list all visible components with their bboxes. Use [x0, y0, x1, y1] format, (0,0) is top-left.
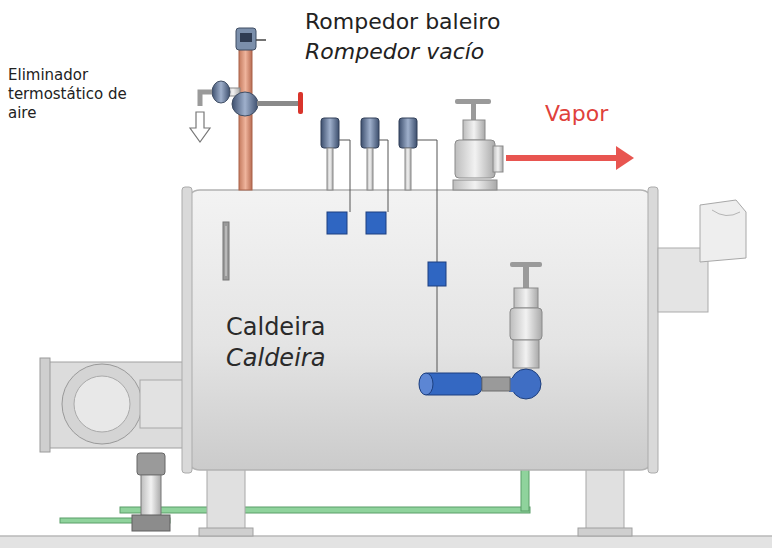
- steam-arrow: [506, 146, 634, 170]
- level-probes: [399, 118, 417, 148]
- flue: [712, 210, 740, 216]
- level-probes: [405, 148, 411, 190]
- ground: [0, 536, 772, 548]
- steam-valve: [455, 99, 491, 104]
- boiler-legs: [578, 528, 632, 536]
- level-probes: [379, 140, 388, 212]
- level-probes: [327, 148, 333, 190]
- node-content: CaldeiraCaldeira: [186, 190, 654, 374]
- boiler-legs: [199, 528, 253, 536]
- boiler-label: Caldeira: [226, 312, 654, 343]
- ground: [0, 536, 772, 548]
- level-probes: [321, 118, 446, 372]
- level-probes: [367, 148, 373, 190]
- steam-valve: [453, 180, 497, 190]
- boiler-body-node: CaldeiraCaldeira: [186, 190, 654, 470]
- boiler-body: [182, 187, 658, 473]
- steam-valve: [493, 146, 503, 172]
- feed-valve: [513, 340, 539, 368]
- level-probes: [437, 286, 438, 372]
- transfer-pump: [141, 475, 161, 517]
- steam-arrow: [616, 146, 634, 170]
- air-eliminator: [212, 81, 230, 103]
- level-probes: [321, 118, 339, 148]
- isolation-valve: [232, 92, 303, 116]
- boiler-body: [186, 190, 654, 470]
- feed-valve: [510, 308, 542, 340]
- burner: [62, 364, 142, 444]
- burner: [140, 380, 186, 428]
- ground: [0, 535, 772, 537]
- feed-pump: [419, 373, 510, 395]
- part-label: Eliminador termostático de aire: [8, 66, 138, 122]
- feed-valve: [514, 288, 538, 308]
- isolation-valve: [298, 92, 303, 114]
- isolation-valve: [232, 92, 258, 116]
- transfer-pump: [137, 453, 165, 475]
- flow-label: Vapor: [545, 100, 665, 128]
- vacuum-breaker-pipe: [240, 33, 252, 42]
- level-probes: [339, 140, 350, 212]
- air-eliminator: [200, 92, 212, 106]
- feed-valve: [511, 369, 541, 399]
- steam-arrow: [506, 155, 618, 161]
- steam-valve: [471, 104, 476, 122]
- transfer-pump: [132, 453, 170, 531]
- vacuum-breaker-pipe: [239, 48, 252, 190]
- level-probes: [366, 212, 386, 234]
- air-eliminator: [190, 81, 240, 142]
- level-probes: [428, 262, 446, 286]
- sight-glass: [223, 222, 229, 280]
- steam-valve: [463, 120, 485, 140]
- air-eliminator: [190, 112, 210, 142]
- boiler-label: Caldeira: [226, 343, 654, 374]
- burner: [45, 362, 186, 448]
- flue: [658, 200, 746, 312]
- steam-valve: [453, 99, 503, 190]
- feed-valve: [509, 262, 542, 399]
- boiler-body: [182, 187, 192, 473]
- steam-valve: [455, 140, 495, 178]
- part-label: Rompedor baleiro: [305, 8, 605, 36]
- feed-valve: [523, 267, 529, 289]
- feed-pump: [419, 373, 433, 395]
- burner: [74, 376, 130, 432]
- feed-pump: [420, 373, 482, 395]
- transfer-pump: [132, 515, 170, 531]
- sight-glass: [223, 222, 229, 280]
- level-probes: [327, 212, 347, 234]
- vacuum-breaker-pipe: [236, 28, 256, 50]
- burner: [40, 358, 50, 452]
- feed-valve: [510, 262, 542, 267]
- flue: [700, 200, 746, 262]
- feed-pump: [482, 377, 510, 391]
- level-probes: [361, 118, 379, 148]
- part-label: Rompedor vacío: [305, 38, 605, 66]
- feed-pipes: [120, 507, 530, 513]
- isolation-valve: [257, 101, 299, 106]
- burner: [40, 358, 186, 452]
- sight-glass: [226, 226, 227, 276]
- vacuum-breaker-pipe: [256, 39, 266, 41]
- level-probes: [417, 140, 437, 262]
- boiler-body: [648, 187, 658, 473]
